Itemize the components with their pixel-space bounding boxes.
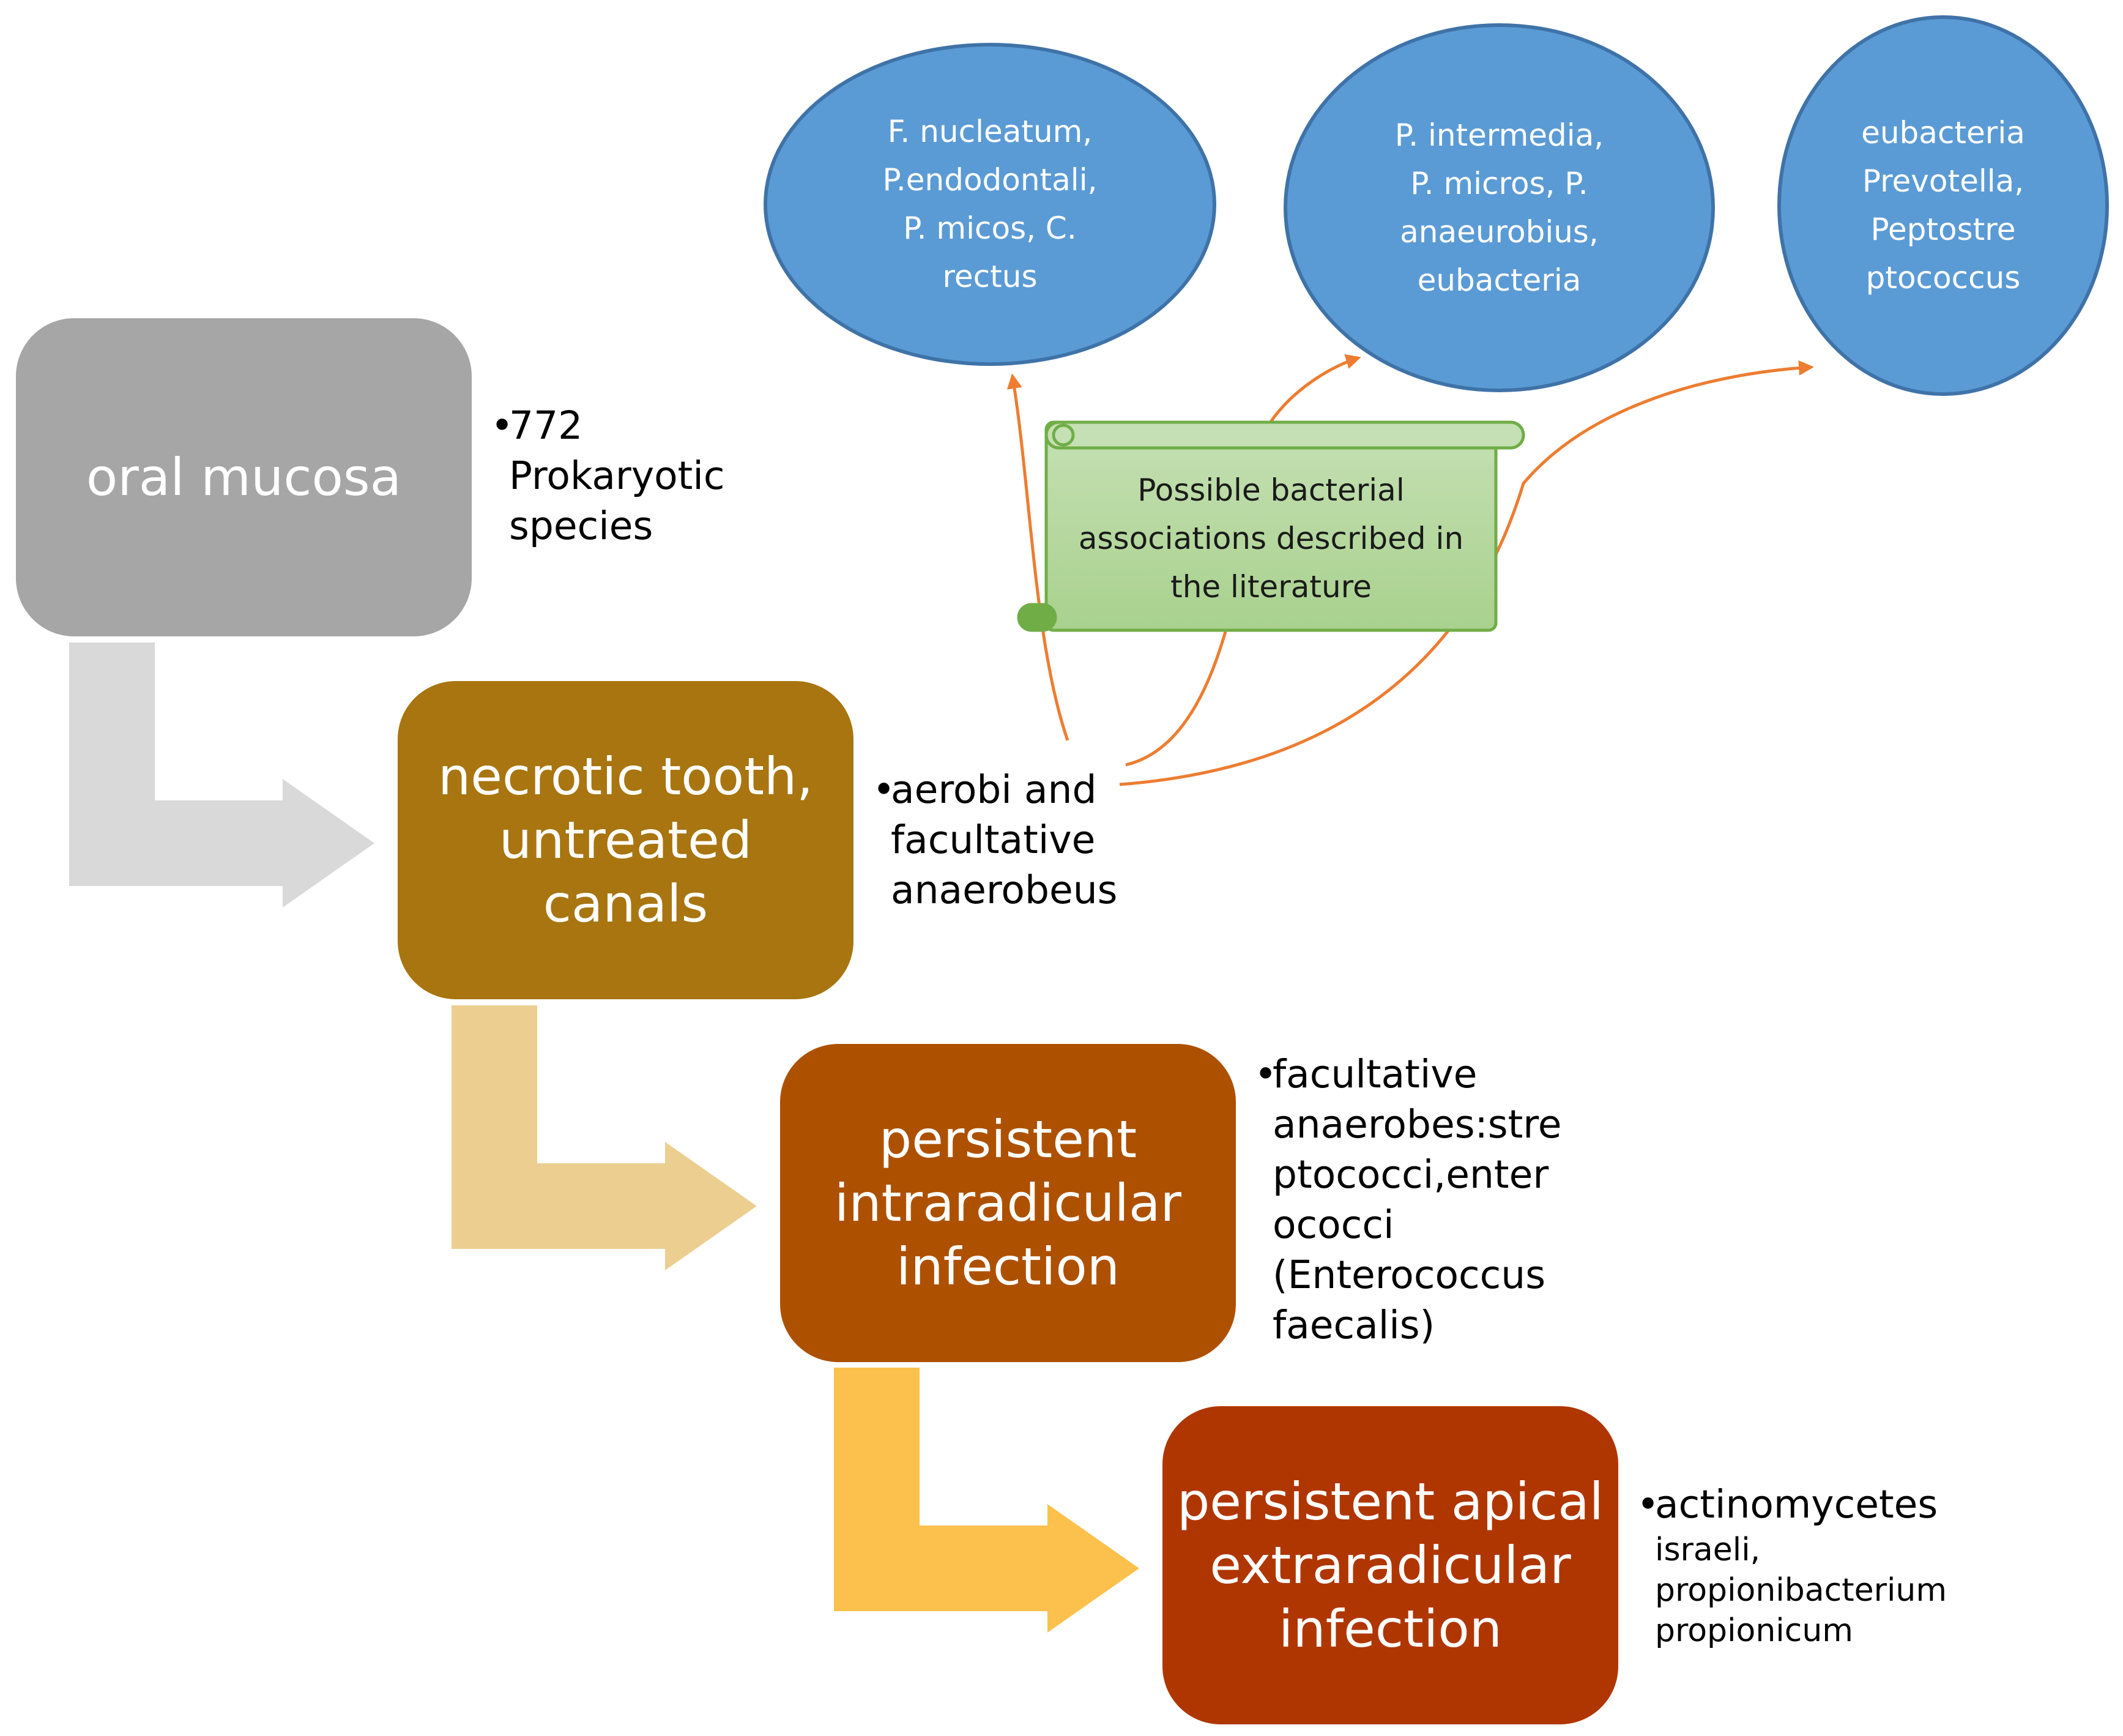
note-oral-mucosa: • 772 Prokaryotic species	[491, 401, 725, 551]
bullet-dot: •	[491, 403, 514, 448]
stage-necrotic-tooth: necrotic tooth, untreated canals	[398, 681, 853, 999]
association-ellipse-3: eubacteria Prevotella, Peptostre ptococc…	[1777, 15, 2109, 396]
scroll-shape	[1017, 420, 1525, 632]
note-text: 772 Prokaryotic species	[509, 403, 725, 548]
scroll-label: Possible bacterial associations describe…	[1078, 472, 1464, 605]
note-necrotic-tooth: • aerobi and facultative anaerobeus	[872, 765, 1118, 915]
note-text-main: actinomycetes	[1655, 1482, 1938, 1527]
note-text-sub: israeli, propionibacterium propionicum	[1655, 1532, 1947, 1649]
stage-oral-mucosa: oral mucosa	[16, 318, 472, 636]
stage-persistent-intraradicular: persistent intraradicular infection	[780, 1044, 1236, 1362]
stage-persistent-apical: persistent apical extraradicular infecti…	[1162, 1406, 1618, 1724]
association-ellipse-2: P. intermedia, P. micros, P. anaeurobius…	[1284, 23, 1715, 392]
flow-arrow-2	[452, 1005, 757, 1270]
association-ellipse-1: F. nucleatum, P.endodontali, P. micos, C…	[764, 43, 1216, 366]
flow-arrow-1	[69, 643, 374, 907]
bullet-dot: •	[872, 767, 896, 812]
note-text: facultative anaerobes:stre ptococci,ente…	[1273, 1052, 1562, 1347]
bullet-dot: •	[1254, 1052, 1277, 1097]
bullet-dot: •	[1637, 1482, 1660, 1527]
note-text: aerobi and facultative anaerobeus	[891, 767, 1118, 912]
flow-arrow-3	[834, 1368, 1139, 1633]
note-persistent-intraradicular: • facultative anaerobes:stre ptococci,en…	[1254, 1049, 1562, 1350]
connector-curve-3	[1119, 360, 1814, 786]
note-persistent-apical: • actinomycetes israeli, propionibacteri…	[1637, 1480, 1947, 1651]
connector-curve-1	[1006, 373, 1069, 741]
